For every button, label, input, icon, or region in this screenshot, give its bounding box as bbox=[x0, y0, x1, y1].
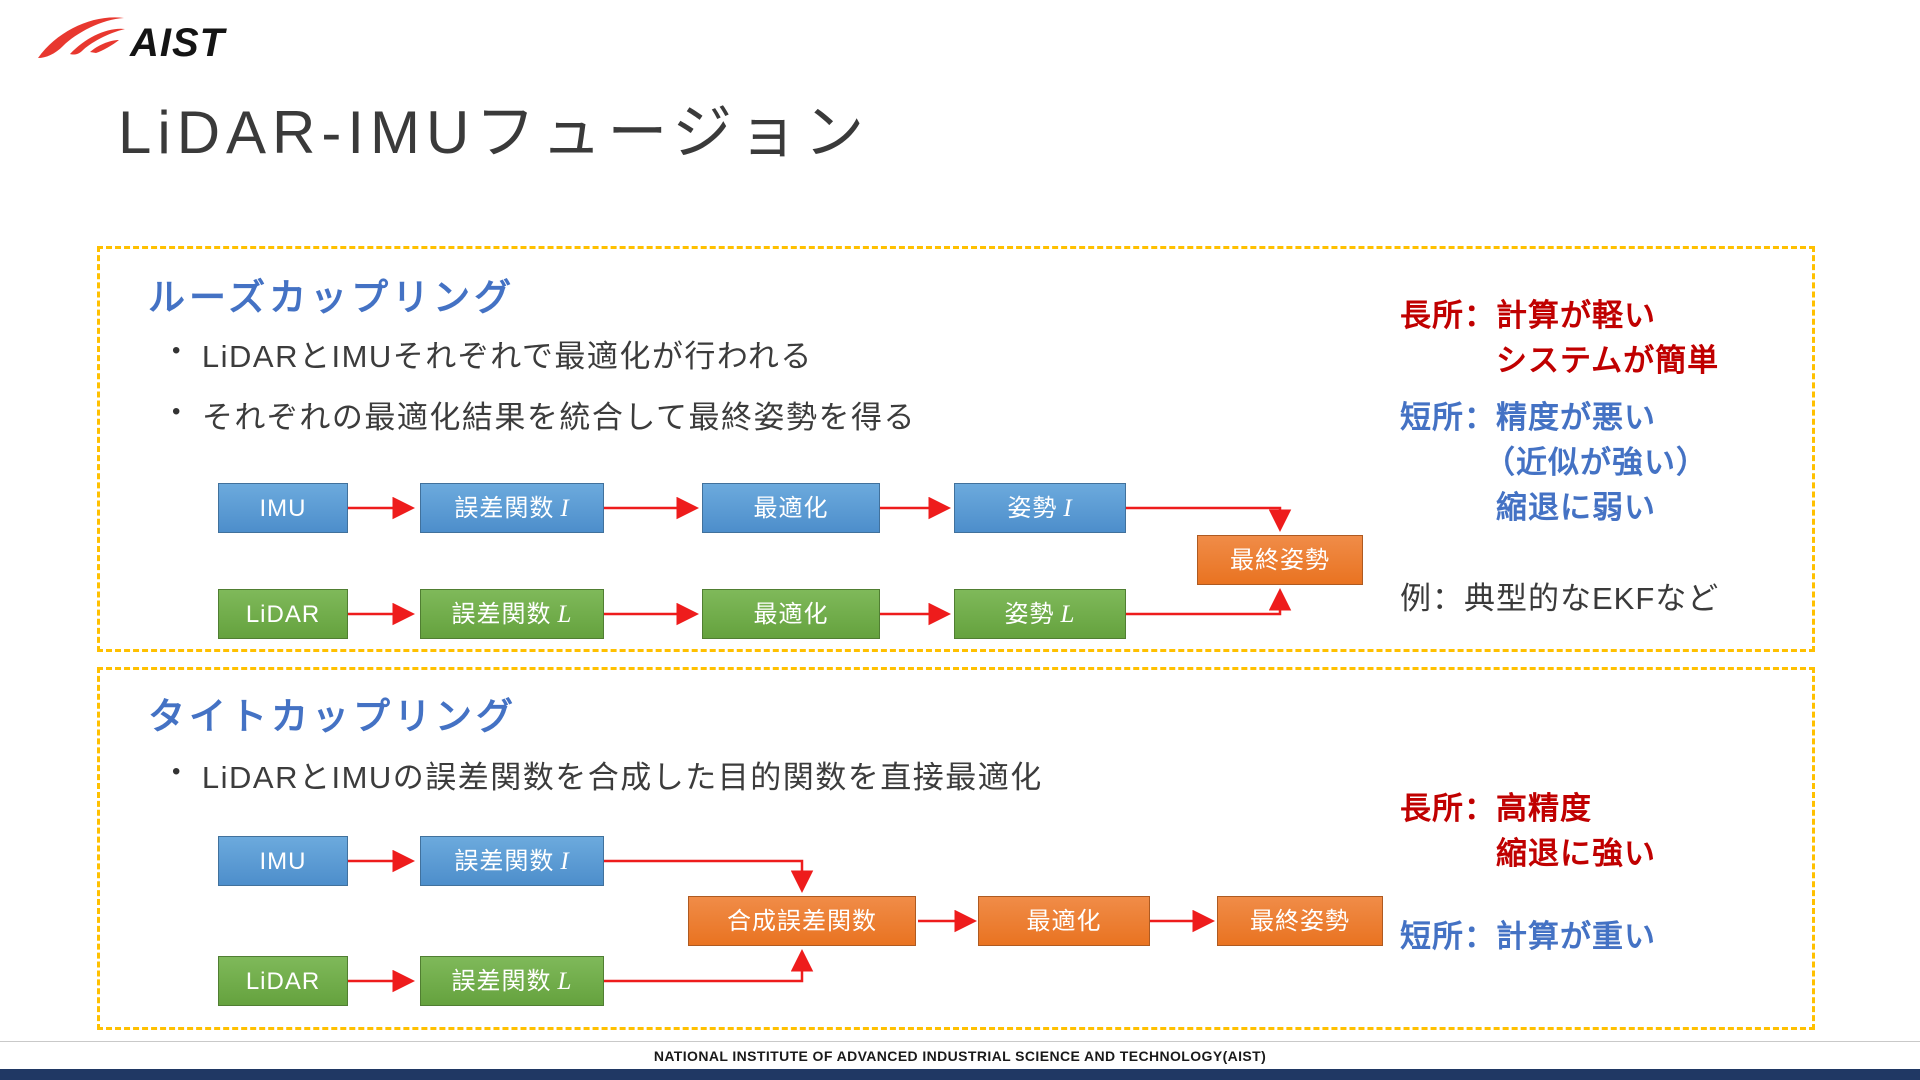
bullet-item: • LiDARとIMUの誤差関数を合成した目的関数を直接最適化 bbox=[172, 752, 1043, 797]
cons-line: 縮退に弱い bbox=[1496, 490, 1656, 525]
cons-line: 短所：精度が悪い bbox=[1400, 400, 1656, 435]
bullet-dot: • bbox=[172, 337, 182, 364]
cons-line: 短所：計算が重い bbox=[1400, 919, 1656, 954]
bullet-text: それぞれの最適化結果を統合して最終姿勢を得る bbox=[201, 400, 916, 435]
node-lidar: LiDAR bbox=[218, 956, 348, 1006]
node-combined-error-function: 合成誤差関数 bbox=[688, 896, 916, 946]
node-optimize-lidar: 最適化 bbox=[702, 589, 880, 639]
node-variable: L bbox=[557, 968, 573, 995]
bullet-text: LiDARとIMUの誤差関数を合成した目的関数を直接最適化 bbox=[201, 760, 1043, 795]
node-label: 誤差関数 bbox=[454, 495, 555, 522]
pros-line: 長所：計算が軽い bbox=[1400, 298, 1656, 333]
node-variable: L bbox=[1060, 601, 1076, 628]
node-label: 誤差関数 bbox=[451, 601, 552, 628]
node-label: 最適化 bbox=[753, 601, 829, 628]
node-imu: IMU bbox=[218, 836, 348, 886]
loose-cons-text: 短所：精度が悪い （近似が強い） 縮退に弱い bbox=[1400, 395, 1708, 530]
node-imu: IMU bbox=[218, 483, 348, 533]
aist-logo: AIST bbox=[38, 17, 228, 65]
node-label: 姿勢 bbox=[1007, 495, 1058, 522]
footer-text: NATIONAL INSTITUTE OF ADVANCED INDUSTRIA… bbox=[653, 1048, 1267, 1064]
node-lidar: LiDAR bbox=[218, 589, 348, 639]
node-label: 誤差関数 bbox=[454, 848, 555, 875]
tight-coupling-panel: タイトカップリング • LiDARとIMUの誤差関数を合成した目的関数を直接最適… bbox=[97, 667, 1815, 1030]
tight-coupling-bullets: • LiDARとIMUの誤差関数を合成した目的関数を直接最適化 bbox=[172, 752, 1043, 813]
node-label: 姿勢 bbox=[1004, 601, 1055, 628]
node-label: 最適化 bbox=[753, 495, 829, 522]
node-label: IMU bbox=[259, 495, 307, 522]
bullet-item: • LiDARとIMUそれぞれで最適化が行われる bbox=[172, 331, 916, 376]
node-final-pose: 最終姿勢 bbox=[1217, 896, 1383, 946]
node-label: 最終姿勢 bbox=[1230, 547, 1330, 574]
node-label: 合成誤差関数 bbox=[727, 908, 877, 935]
bullet-dot: • bbox=[172, 398, 182, 425]
loose-example-text: 例：典型的なEKFなど bbox=[1400, 581, 1720, 616]
node-optimize: 最適化 bbox=[978, 896, 1150, 946]
pros-line: 長所：高精度 bbox=[1400, 791, 1592, 826]
tight-pros-text: 長所：高精度 縮退に強い bbox=[1400, 786, 1656, 876]
footer-divider bbox=[0, 1041, 1920, 1042]
node-label: 最適化 bbox=[1026, 908, 1102, 935]
cons-line: （近似が強い） bbox=[1484, 445, 1708, 480]
node-final-pose: 最終姿勢 bbox=[1197, 535, 1363, 585]
pros-line: 縮退に強い bbox=[1496, 836, 1656, 871]
node-label: IMU bbox=[259, 848, 307, 875]
node-variable: L bbox=[557, 601, 573, 628]
node-variable: I bbox=[560, 495, 570, 522]
footer-accent-bar bbox=[0, 1069, 1920, 1080]
node-label: LiDAR bbox=[245, 968, 321, 995]
node-variable: I bbox=[1063, 495, 1073, 522]
tight-coupling-heading: タイトカップリング bbox=[148, 696, 517, 737]
aist-logo-text: AIST bbox=[129, 21, 228, 65]
bullet-dot: • bbox=[172, 758, 182, 785]
page-title: LiDAR-IMUフュージョン bbox=[118, 99, 871, 166]
pros-line: システムが簡単 bbox=[1496, 343, 1720, 378]
loose-pros-text: 長所：計算が軽い システムが簡単 bbox=[1400, 293, 1719, 383]
node-label: LiDAR bbox=[245, 601, 321, 628]
node-label: 誤差関数 bbox=[451, 968, 552, 995]
node-optimize-imu: 最適化 bbox=[702, 483, 880, 533]
node-variable: I bbox=[560, 848, 570, 875]
bullet-item: • それぞれの最適化結果を統合して最終姿勢を得る bbox=[172, 392, 916, 437]
loose-coupling-heading: ルーズカップリング bbox=[148, 277, 516, 318]
loose-coupling-panel: ルーズカップリング • LiDARとIMUそれぞれで最適化が行われる • それぞ… bbox=[97, 246, 1815, 652]
loose-coupling-bullets: • LiDARとIMUそれぞれで最適化が行われる • それぞれの最適化結果を統合… bbox=[172, 331, 916, 453]
aist-logo-swoosh-icon bbox=[38, 17, 125, 58]
bullet-text: LiDARとIMUそれぞれで最適化が行われる bbox=[201, 339, 813, 374]
node-label: 最終姿勢 bbox=[1250, 908, 1350, 935]
tight-cons-text: 短所：計算が重い bbox=[1400, 914, 1656, 959]
